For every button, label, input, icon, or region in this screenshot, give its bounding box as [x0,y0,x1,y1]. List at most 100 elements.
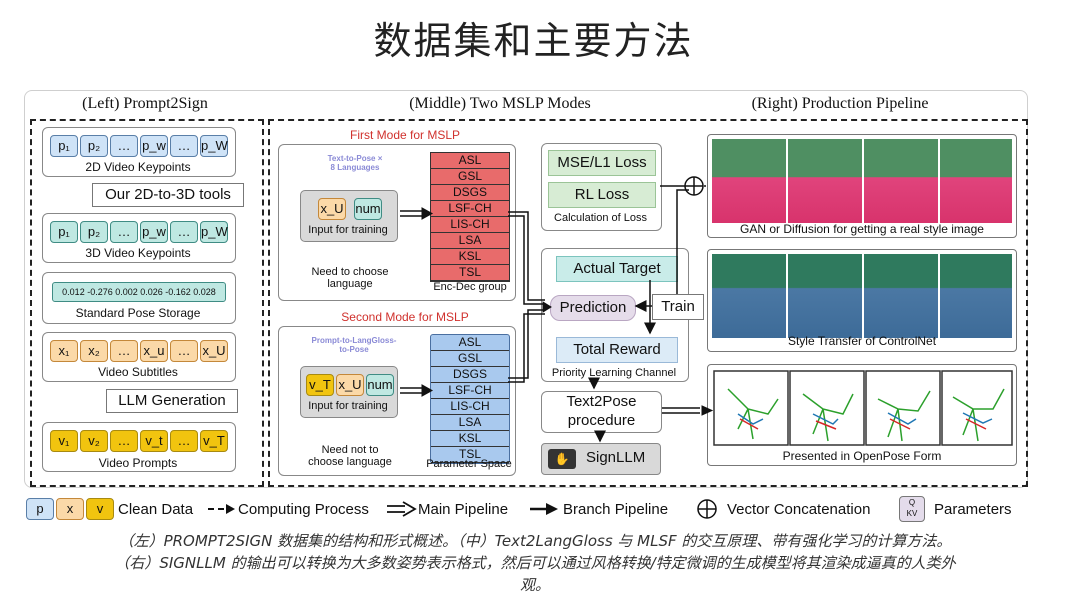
enc-dec-group-label: Enc-Dec group [433,281,507,293]
second-input-label: Input for training [308,400,388,412]
main-arrow-input-first [400,210,424,217]
style-frame-4 [940,254,1012,338]
first-mode-task: Text-to-Pose × 8 Languages [327,154,383,172]
legend-main: Main Pipeline [418,501,509,518]
sign-hands-icon: ✋ [548,449,576,469]
main-arrowhead-prediction [542,301,552,313]
prediction: Prediction [550,295,636,321]
second-mode-note: Need not to choose language [308,444,392,468]
language-item: GSL [431,351,509,367]
language-item: LSF-CH [431,383,509,399]
label-pose-storage: Standard Pose Storage [75,306,201,320]
token: … [170,340,198,362]
openpose-frame-1 [713,370,789,446]
openpose-panel: Presented in OpenPose Form [707,364,1017,466]
legend-branch: Branch Pipeline [563,501,669,518]
parameter-space-label: Parameter Space [426,458,512,470]
label-subtitles: Video Subtitles [98,365,178,379]
first-mode-title: First Mode for MSLP [349,128,461,142]
style-panel: Style Transfer of ControlNet [707,249,1017,352]
main-arrow-first-a [508,211,545,301]
language-item: LSA [431,415,509,431]
language-item: KSL [431,431,509,447]
main-arrow-second-a [508,309,545,379]
main-arrow-input-second [400,387,424,394]
concat-icon [684,176,704,196]
token: … [170,221,198,243]
main-arrowhead-first [421,207,434,220]
token: v_T [200,430,228,452]
language-item: ASL [431,153,509,169]
token: … [170,135,198,157]
tool-2d-to-3d: Our 2D-to-3D tools [92,183,244,207]
token: … [110,221,138,243]
token: p₂ [80,135,108,157]
main-arrowhead-openpose [701,405,714,416]
language-item: GSL [431,169,509,185]
mse-loss: MSE/L1 Loss [548,150,656,176]
main-arrow-openpose [662,407,700,414]
legend-concat: Vector Concatenation [727,501,871,518]
text2pose-procedure: Text2Pose procedure [541,391,662,433]
label-2d-keypoints: 2D Video Keypoints [85,160,191,174]
tool-llm-generation: LLM Generation [106,389,238,413]
token: num [366,374,394,396]
legend-branch-icon [530,503,558,515]
legend-clean-data: Clean Data [118,501,194,518]
token: num [354,198,382,220]
middle-right-panel [268,119,1028,487]
actual-target: Actual Target [556,256,678,282]
token: x_U [200,340,228,362]
token: p_w [140,221,168,243]
token: p₂ [80,221,108,243]
style-frame-1 [712,254,786,338]
token: p_w [140,135,168,157]
pose-values: 0.012 -0.276 0.002 0.026 -0.162 0.028 [52,282,226,302]
legend-computing: Computing Process [238,501,369,518]
second-mode-task: Prompt-to-LangGloss- to-Pose [311,336,397,354]
legend-parameters: Parameters [934,501,1012,518]
token: … [110,340,138,362]
token: x_U [318,198,346,220]
token: … [110,430,138,452]
language-item: LSF-CH [431,201,509,217]
section-title-middle: (Middle) Two MSLP Modes [409,95,591,112]
first-input-label: Input for training [308,224,388,236]
openpose-label: Presented in OpenPose Form [782,449,942,463]
language-item: TSL [431,447,509,463]
token: p₁ [50,135,78,157]
train-to-concat [676,189,689,294]
openpose-frame-2 [789,370,865,446]
main-arrow-second-b [508,313,545,383]
token: v_T [306,374,334,396]
token: v₁ [50,430,78,452]
token: x_u [140,340,168,362]
token: v_t [140,430,168,452]
label-3d-keypoints: 3D Video Keypoints [85,246,191,260]
openpose-frame-3 [865,370,941,446]
gan-label: GAN or Diffusion for getting a real styl… [740,222,984,236]
language-item: LIS-CH [431,399,509,415]
label-prompts: Video Prompts [98,456,178,470]
token: p_W [200,221,228,243]
legend-token-p: p [26,498,54,520]
priority-label: Priority Learning Channel [551,367,677,379]
gan-panel: GAN or Diffusion for getting a real styl… [707,134,1017,238]
legend-computing-icon [208,504,235,514]
gan-frame-3 [864,139,938,223]
page-title: 数据集和主要方法 [373,19,694,63]
token: x₁ [50,340,78,362]
second-mode-title: Second Mode for MSLP [341,310,469,324]
legend-token-x: x [56,498,84,520]
total-reward: Total Reward [556,337,678,363]
caption-line-3: 观。 [519,576,550,594]
gan-frame-2 [788,139,862,223]
first-mode-note: Need to choose language [311,266,389,290]
token: v₂ [80,430,108,452]
openpose-frame-4 [941,370,1013,446]
legend-token-v: v [86,498,114,520]
legend-parameters-icon: Q KV [899,496,925,522]
